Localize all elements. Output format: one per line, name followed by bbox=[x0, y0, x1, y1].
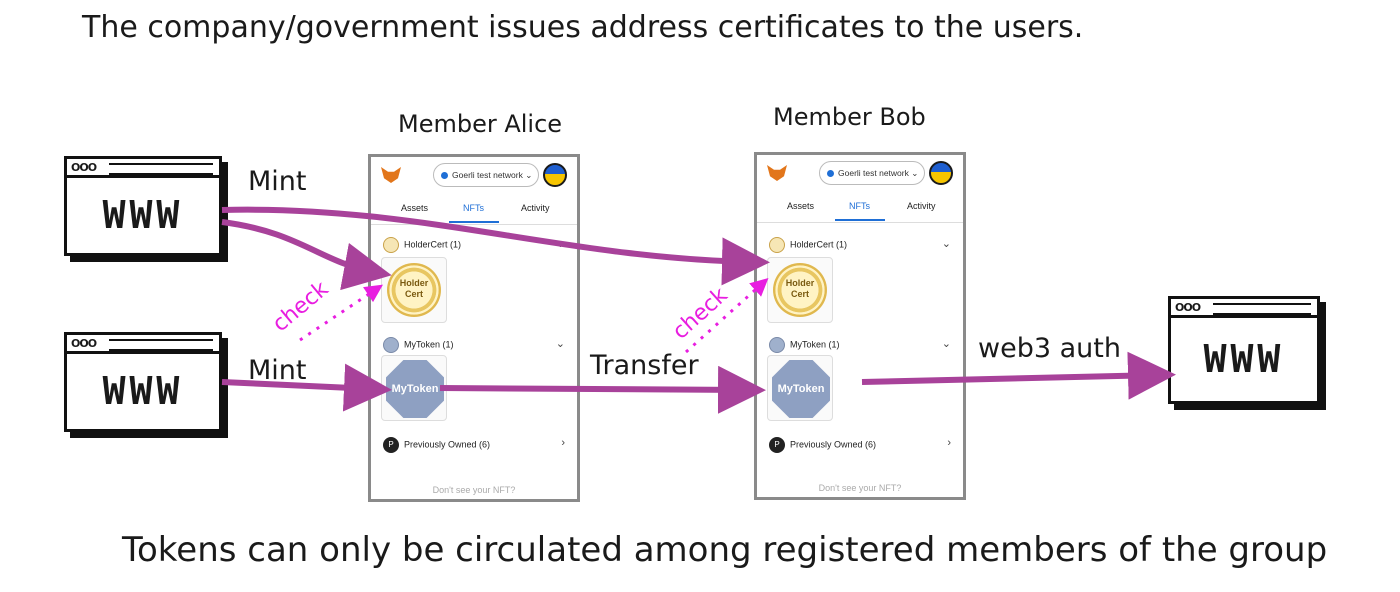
alice-wallet-panel: Goerli test network ⌄ Assets NFTs Activi… bbox=[368, 154, 580, 502]
member-bob-label: Member Bob bbox=[773, 103, 926, 131]
mint-arrow-bob bbox=[221, 206, 770, 286]
issuer-www-bottom: OOO WWW bbox=[64, 332, 222, 432]
chevron-down-icon[interactable]: ⌄ bbox=[555, 338, 565, 350]
mytoken-icon bbox=[769, 337, 785, 353]
nft-group-mytoken[interactable]: MyToken (1) ⌄ bbox=[769, 337, 951, 353]
previously-owned-icon: P bbox=[769, 437, 785, 453]
chevron-down-icon[interactable]: ⌄ bbox=[941, 238, 951, 250]
previously-owned-icon: P bbox=[383, 437, 399, 453]
metamask-fox-icon bbox=[381, 167, 401, 183]
transfer-label: Transfer bbox=[590, 350, 699, 381]
network-selector[interactable]: Goerli test network ⌄ bbox=[819, 161, 925, 185]
tab-nfts[interactable]: NFTs bbox=[849, 201, 870, 211]
window-dots-icon: OOO bbox=[1175, 301, 1201, 314]
mytoken-icon bbox=[383, 337, 399, 353]
mytoken-nft-card[interactable]: MyToken bbox=[767, 355, 833, 421]
mytoken-octagon-icon: MyToken bbox=[386, 360, 444, 418]
diagram-title: The company/government issues address ce… bbox=[82, 10, 1084, 45]
metamask-fox-icon bbox=[767, 165, 787, 181]
member-alice-label: Member Alice bbox=[398, 110, 563, 138]
web3-auth-arrow bbox=[861, 351, 1176, 400]
chevron-right-icon[interactable]: › bbox=[561, 437, 565, 449]
bob-wallet-panel: Goerli test network ⌄ Assets NFTs Activi… bbox=[754, 152, 966, 500]
account-avatar[interactable] bbox=[543, 163, 567, 187]
mint-arrow-token bbox=[221, 363, 392, 412]
issuer-www-top: OOO WWW bbox=[64, 156, 222, 256]
tab-assets[interactable]: Assets bbox=[787, 201, 815, 211]
chevron-right-icon[interactable]: › bbox=[947, 437, 951, 449]
network-dot-icon bbox=[441, 172, 448, 179]
service-www-right: OOO WWW bbox=[1168, 296, 1320, 404]
web3-auth-label: web3 auth bbox=[978, 333, 1121, 364]
transfer-arrow bbox=[439, 365, 766, 414]
chevron-down-icon[interactable]: ⌄ bbox=[941, 338, 951, 350]
mint-label-bottom: Mint bbox=[248, 355, 307, 386]
network-selector[interactable]: Goerli test network ⌄ bbox=[433, 163, 539, 187]
diagram-footer: Tokens can only be circulated among regi… bbox=[122, 530, 1328, 570]
tab-activity[interactable]: Activity bbox=[907, 201, 936, 211]
mytoken-octagon-icon: MyToken bbox=[772, 360, 830, 418]
window-dots-icon: OOO bbox=[71, 337, 97, 350]
www-text: WWW bbox=[102, 369, 184, 413]
network-dot-icon bbox=[827, 170, 834, 177]
tab-assets[interactable]: Assets bbox=[401, 203, 429, 213]
mint-arrow-alice bbox=[221, 219, 392, 291]
dont-see-nft-link[interactable]: Don't see your NFT? bbox=[818, 483, 902, 493]
dont-see-nft-link[interactable]: Don't see your NFT? bbox=[432, 485, 516, 495]
www-text: WWW bbox=[102, 193, 184, 237]
window-dots-icon: OOO bbox=[71, 161, 97, 174]
nft-group-mytoken[interactable]: MyToken (1) ⌄ bbox=[383, 337, 565, 353]
tab-nfts[interactable]: NFTs bbox=[463, 203, 484, 213]
nft-group-holdercert[interactable]: HolderCert (1) ⌄ bbox=[769, 237, 951, 253]
account-avatar[interactable] bbox=[929, 161, 953, 185]
www-text: WWW bbox=[1203, 337, 1285, 381]
mint-label-top: Mint bbox=[248, 166, 307, 197]
check-arrow-bob bbox=[684, 277, 769, 354]
tab-activity[interactable]: Activity bbox=[521, 203, 550, 213]
